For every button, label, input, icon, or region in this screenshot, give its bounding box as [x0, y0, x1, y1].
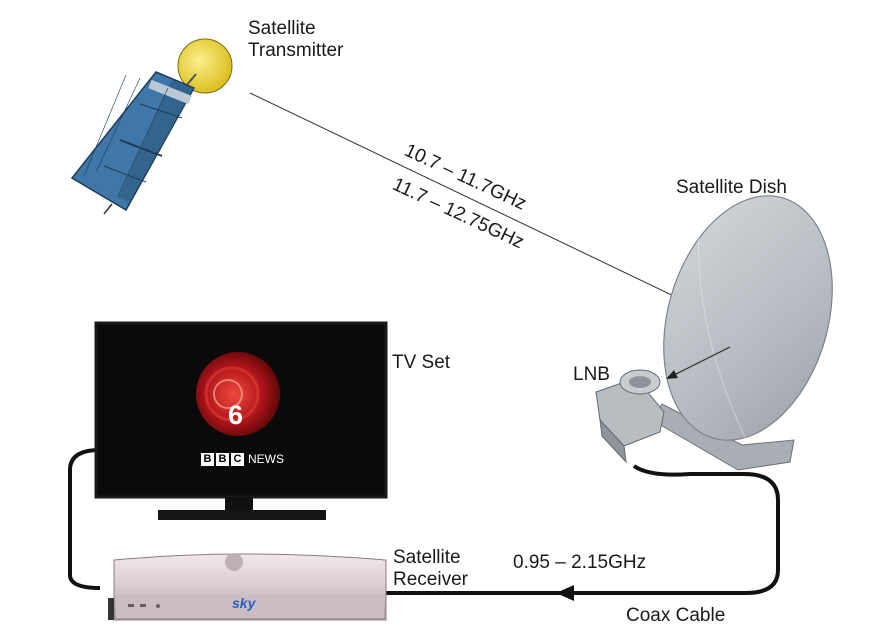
satellite-dish-icon [651, 195, 833, 471]
satellite-icon [70, 38, 233, 215]
satellite-receiver-label: Satellite Receiver [393, 547, 468, 591]
news-text: NEWS [248, 452, 284, 466]
lnb-label: LNB [573, 364, 610, 385]
satellite-label-line1: Satellite [248, 18, 316, 39]
receiver-label-line1: Satellite [393, 547, 461, 568]
receiver-icon [108, 553, 387, 621]
lnb-icon [595, 369, 665, 464]
tv-set-label: TV Set [392, 352, 451, 373]
bbc-letter-c: C [231, 453, 244, 466]
satellite-transmitter-label: Satellite Transmitter [248, 18, 343, 62]
coax-cable [386, 464, 780, 595]
coax-cable-label: Coax Cable [626, 605, 726, 626]
if-band-frequency: 0.95 – 2.15GHz [513, 552, 647, 573]
satellite-dish-label: Satellite Dish [676, 177, 787, 198]
bbc-letter-b2: B [216, 453, 229, 466]
av-cable [68, 448, 101, 590]
satellite-label-line2: Transmitter [248, 40, 344, 61]
bbc-news-logo: B B C NEWS [201, 453, 284, 466]
receiver-label-line2: Receiver [393, 569, 468, 590]
receiver-brand-logo: sky [232, 595, 256, 611]
bbc-letter-b1: B [201, 453, 214, 466]
channel-number: 6 [228, 400, 244, 430]
cable-arrow-icon [556, 585, 574, 601]
tv-icon [94, 321, 388, 520]
downlink-signal-line [249, 92, 731, 323]
